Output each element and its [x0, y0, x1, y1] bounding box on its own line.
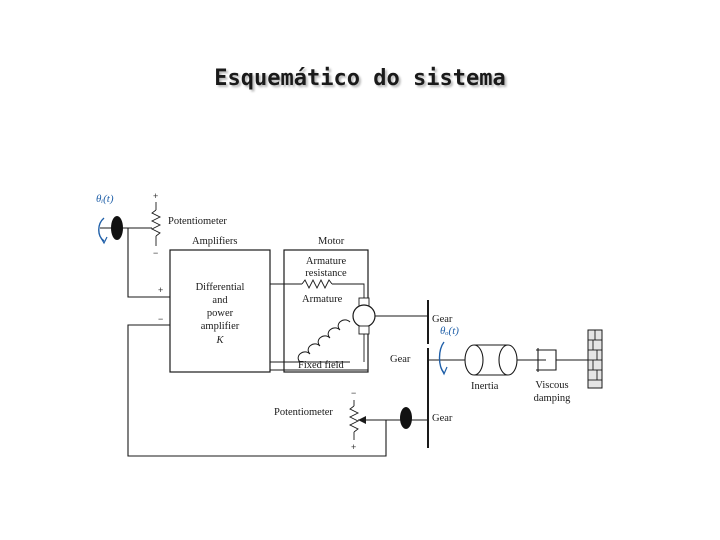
- bottom-potentiometer: − + Potentiometer: [274, 388, 360, 452]
- top-potentiometer-label: Potentiometer: [168, 216, 227, 227]
- input-knob-icon: [111, 216, 123, 240]
- slide-title: Esquemático do sistema: [214, 66, 506, 91]
- field-coil-icon: [297, 319, 351, 363]
- fixed-wall-icon: [587, 329, 603, 389]
- amp-plus-sign: +: [158, 285, 163, 295]
- armature-resistance-line-1: Armature: [306, 256, 347, 267]
- amplifier-block: [169, 249, 271, 373]
- amplifier-text: Differential and power amplifier K: [196, 282, 245, 346]
- amp-line-4: amplifier: [201, 321, 240, 332]
- amp-line-1: Differential: [196, 282, 245, 293]
- viscous-damper-icon: [517, 348, 588, 372]
- inertia-label: Inertia: [471, 381, 499, 392]
- feedback-signal-wire: [127, 324, 387, 457]
- amp-line-2: and: [212, 295, 228, 306]
- top-potentiometer-resistor-icon: [150, 209, 162, 237]
- input-rotation-arrow-icon: [98, 217, 105, 242]
- gear-mid-label: Gear: [390, 354, 411, 365]
- gear-bottom-label: Gear: [432, 413, 453, 424]
- bottom-potentiometer-resistor-icon: [348, 405, 360, 433]
- top-pot-minus-sign: −: [153, 248, 158, 258]
- bottom-pot-plus-sign: +: [351, 442, 356, 452]
- gear-top-label: Gear: [432, 314, 453, 325]
- output-shaft: θₒ(t): [428, 325, 470, 376]
- input-signal-wire: [127, 228, 170, 298]
- input-angle-label: θᵢ(t): [96, 193, 114, 205]
- bottom-potentiometer-label: Potentiometer: [274, 407, 333, 418]
- amp-line-3: power: [207, 308, 234, 319]
- amp-gain-label: K: [215, 335, 224, 346]
- armature-motor-icon: [352, 304, 376, 328]
- top-potentiometer: + − Potentiometer: [150, 191, 227, 258]
- motor-internals: Armature resistance Armature Fixed field: [270, 256, 376, 371]
- bottom-pot-minus-sign: −: [351, 388, 356, 398]
- fixed-field-label: Fixed field: [298, 360, 345, 371]
- amplifiers-label: Amplifiers: [192, 236, 238, 247]
- output-angle-label: θₒ(t): [440, 325, 459, 337]
- feedback-shaft: [358, 407, 428, 429]
- feedback-knob-icon: [400, 407, 412, 429]
- input-shaft: θᵢ(t): [96, 193, 152, 245]
- top-pot-plus-sign: +: [153, 191, 158, 201]
- armature-resistance-icon: [301, 278, 333, 290]
- viscous-damping-line-2: damping: [534, 393, 571, 404]
- viscous-damping-line-1: Viscous: [535, 380, 568, 391]
- inertia-cylinder-icon: [464, 344, 518, 376]
- gear-train: Gear Gear Gear: [390, 300, 453, 448]
- motor-label: Motor: [318, 236, 345, 247]
- amp-minus-sign: −: [158, 314, 163, 324]
- armature-resistance-line-2: resistance: [305, 268, 347, 279]
- armature-label: Armature: [302, 294, 343, 305]
